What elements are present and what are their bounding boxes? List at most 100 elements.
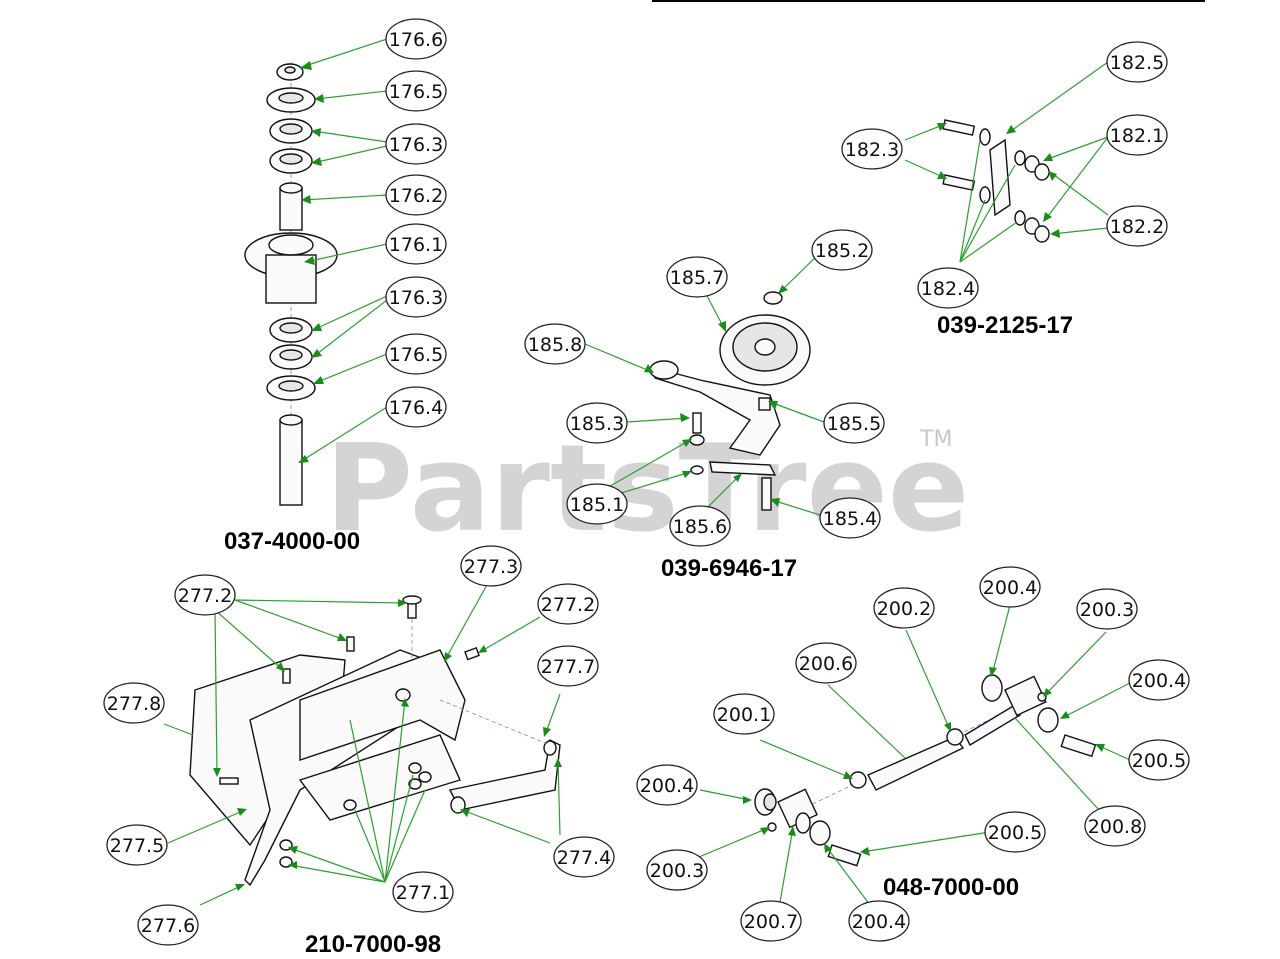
assembly-labels: 037-4000-00 039-6946-17 039-2125-17 210-… <box>224 312 1073 958</box>
callout-label: 200.6 <box>799 653 853 675</box>
watermark: PartsTree TM <box>325 420 969 559</box>
callout[interactable]: 200.5 <box>984 811 1046 853</box>
callout[interactable]: 176.4 <box>385 386 447 428</box>
callout[interactable]: 185.3 <box>566 402 628 444</box>
callout-label: 200.2 <box>877 598 931 620</box>
callout-label: 182.5 <box>1110 52 1164 74</box>
callout[interactable]: 200.4 <box>636 764 698 806</box>
callout-label: 185.4 <box>823 508 877 530</box>
callout-label: 185.8 <box>528 334 582 356</box>
watermark-text: PartsTree <box>325 420 969 559</box>
callout[interactable]: 277.4 <box>553 836 615 878</box>
callout-label: 185.5 <box>827 413 881 435</box>
callout[interactable]: 176.5 <box>385 70 447 112</box>
callout-label: 200.4 <box>852 911 906 933</box>
bracket-assembly-drawing <box>942 119 1050 243</box>
callout[interactable]: 176.6 <box>385 18 447 60</box>
assembly-label-bracket: 039-2125-17 <box>937 312 1073 339</box>
callout-label: 176.5 <box>389 81 443 103</box>
callout-label: 185.3 <box>570 413 624 435</box>
deck-assembly-drawing <box>189 595 561 887</box>
callout-label: 176.3 <box>389 134 443 156</box>
callout-label: 176.6 <box>389 29 443 51</box>
callout-label: 200.8 <box>1088 816 1142 838</box>
callout[interactable]: 277.7 <box>537 645 599 687</box>
callout[interactable]: 185.4 <box>819 497 881 539</box>
spindle-assembly-drawing <box>244 62 338 506</box>
callout-label: 185.7 <box>670 267 724 289</box>
callout-label: 182.3 <box>845 139 899 161</box>
callout-label: 277.7 <box>541 656 595 678</box>
callout-label: 277.4 <box>557 847 611 869</box>
callout[interactable]: 277.2 <box>537 583 599 625</box>
callout[interactable]: 182.1 <box>1106 114 1168 156</box>
callout[interactable]: 200.6 <box>795 642 857 684</box>
callout[interactable]: 200.2 <box>873 587 935 629</box>
callout-label: 185.2 <box>815 240 869 262</box>
callout[interactable]: 200.1 <box>713 693 775 735</box>
callout[interactable]: 185.7 <box>666 256 728 298</box>
callout-label: 277.8 <box>107 693 161 715</box>
callout[interactable]: 200.3 <box>1076 588 1138 630</box>
callout-label: 277.2 <box>178 585 232 607</box>
callout[interactable]: 277.5 <box>106 824 168 866</box>
callout[interactable]: 200.4 <box>979 566 1041 608</box>
callout-label: 200.4 <box>1132 670 1186 692</box>
callout-label: 176.4 <box>389 397 443 419</box>
callout[interactable]: 200.3 <box>646 849 708 891</box>
callout-label: 176.2 <box>389 185 443 207</box>
callout[interactable]: 277.1 <box>392 871 454 913</box>
callout[interactable]: 200.7 <box>740 900 802 942</box>
idler-assembly-drawing <box>649 291 811 511</box>
callout-label: 182.2 <box>1110 216 1164 238</box>
callout-label: 277.5 <box>110 835 164 857</box>
watermark-tm: TM <box>919 427 952 452</box>
leader-lines <box>163 38 1131 906</box>
callout[interactable]: 176.2 <box>385 174 447 216</box>
callout[interactable]: 182.5 <box>1106 41 1168 83</box>
assembly-label-spindle: 037-4000-00 <box>224 528 360 555</box>
callout-label: 176.3 <box>389 287 443 309</box>
callout[interactable]: 185.8 <box>524 323 586 365</box>
callout[interactable]: 185.1 <box>566 483 628 525</box>
callout[interactable]: 176.1 <box>385 223 447 265</box>
callout-label: 277.3 <box>464 556 518 578</box>
callout[interactable]: 277.2 <box>174 574 236 616</box>
callout[interactable]: 182.4 <box>917 267 979 309</box>
callout-label: 200.7 <box>744 911 798 933</box>
callout-label: 277.1 <box>396 882 450 904</box>
callout[interactable]: 185.6 <box>669 505 731 547</box>
callout-label: 182.1 <box>1110 125 1164 147</box>
callout-label: 277.2 <box>541 594 595 616</box>
callout-label: 200.3 <box>650 860 704 882</box>
callout[interactable]: 176.3 <box>385 276 447 318</box>
callout-label: 185.1 <box>570 494 624 516</box>
callout-label: 176.5 <box>389 344 443 366</box>
callout-label: 200.3 <box>1080 599 1134 621</box>
callouts: 176.6 176.5 176.3 176.2 176.1 176.3 176.… <box>103 18 1190 946</box>
callout[interactable]: 185.2 <box>811 229 873 271</box>
callout[interactable]: 277.8 <box>103 682 165 724</box>
callout[interactable]: 182.3 <box>841 128 903 170</box>
callout-label: 200.4 <box>640 775 694 797</box>
callout-label: 185.6 <box>673 516 727 538</box>
callout-label: 200.4 <box>983 577 1037 599</box>
callout[interactable]: 277.3 <box>460 545 522 587</box>
callout[interactable]: 176.5 <box>385 333 447 375</box>
callout-label: 277.6 <box>141 915 195 937</box>
assembly-label-idler: 039-6946-17 <box>661 555 797 582</box>
callout-label: 200.1 <box>717 704 771 726</box>
assembly-label-axle: 048-7000-00 <box>883 874 1019 901</box>
callout[interactable]: 277.6 <box>137 904 199 946</box>
callout[interactable]: 185.5 <box>823 402 885 444</box>
callout-label: 200.5 <box>1132 750 1186 772</box>
callout[interactable]: 176.3 <box>385 123 447 165</box>
callout[interactable]: 182.2 <box>1106 205 1168 247</box>
callout-label: 176.1 <box>389 234 443 256</box>
callout-label: 182.4 <box>921 278 975 300</box>
callout[interactable]: 200.8 <box>1084 805 1146 847</box>
callout[interactable]: 200.4 <box>848 900 910 942</box>
callout[interactable]: 200.4 <box>1128 659 1190 701</box>
callout[interactable]: 200.5 <box>1128 739 1190 781</box>
